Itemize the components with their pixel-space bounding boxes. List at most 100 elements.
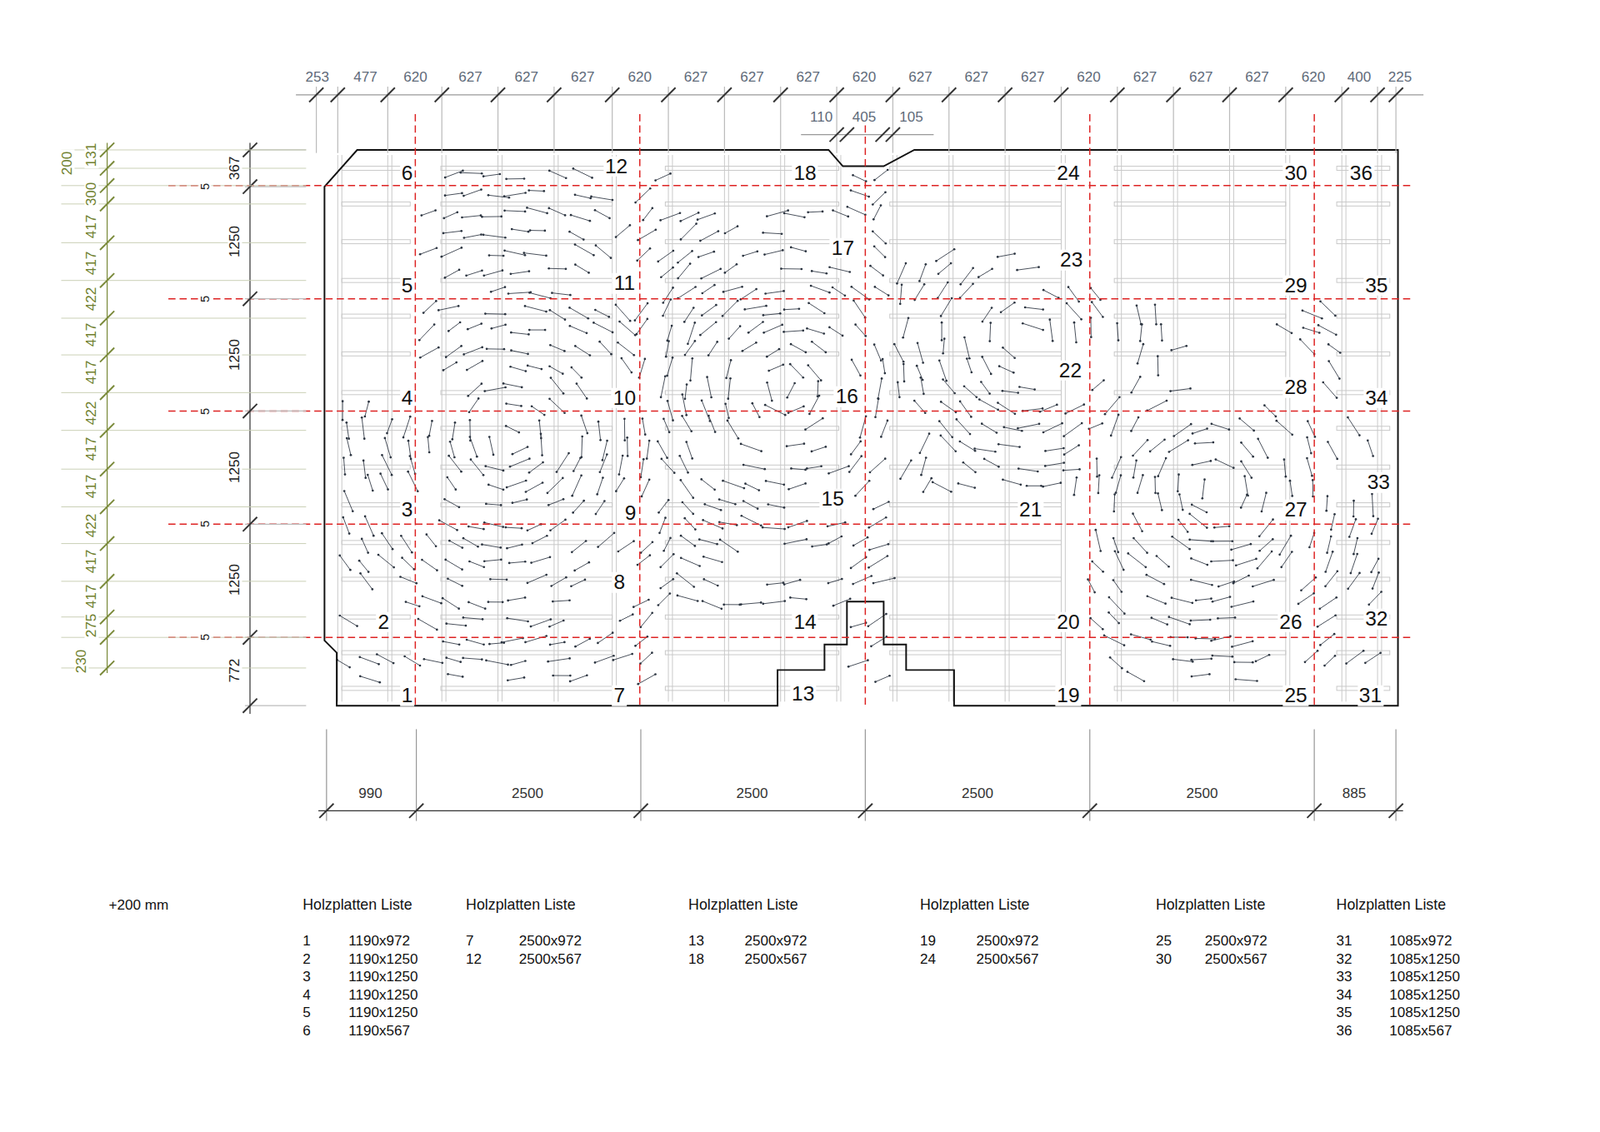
vector-dot: [509, 365, 512, 369]
vector-stroke: [677, 595, 698, 602]
vector-stroke: [999, 366, 1014, 374]
vector-dot: [510, 331, 513, 335]
vector-dot: [1136, 491, 1140, 495]
vector-dot: [755, 341, 758, 345]
vector-stroke: [550, 642, 565, 645]
vector-dot: [549, 529, 552, 532]
vector-dot: [568, 230, 571, 234]
vector-stroke: [697, 213, 715, 220]
vector-stroke: [1092, 380, 1105, 391]
vector-dot: [893, 577, 896, 580]
vector-dot: [1041, 407, 1045, 410]
vector-dot: [963, 385, 966, 388]
vector-stroke: [468, 602, 485, 610]
vector-dot: [546, 491, 550, 495]
vector-dot: [690, 430, 693, 433]
vector-stroke: [470, 460, 484, 476]
vector-dot: [1154, 475, 1157, 479]
vector-dot: [997, 443, 1000, 446]
vector-stroke: [707, 377, 712, 398]
vector-dot: [505, 178, 508, 181]
vector-dot: [505, 578, 509, 581]
vector-stroke: [1276, 420, 1293, 435]
vector-stroke: [660, 554, 675, 568]
vector-dot: [1149, 450, 1152, 454]
vector-stroke: [768, 505, 785, 509]
vector-dot: [504, 313, 507, 316]
vector-stroke: [900, 460, 911, 480]
vector-dot: [1120, 455, 1123, 459]
vector-dot: [481, 618, 485, 621]
vector-stroke: [941, 322, 943, 340]
vector-dot: [1117, 339, 1120, 342]
vector-stroke: [576, 384, 587, 400]
vector-dot: [564, 318, 567, 321]
batten: [665, 650, 839, 655]
vector-dot: [998, 365, 1001, 368]
vector-dot: [851, 174, 855, 177]
vector-dot: [338, 555, 341, 558]
vector-dot: [642, 458, 645, 461]
vector-dot: [570, 551, 574, 555]
vector-dot: [805, 520, 809, 523]
vector-dot: [1123, 644, 1126, 647]
plank-edge: [1229, 155, 1230, 702]
vector-dot: [680, 556, 683, 560]
vector-dot: [1041, 329, 1045, 332]
vector-dot: [562, 498, 565, 501]
vector-dot: [1170, 596, 1174, 600]
vector-dot: [1062, 447, 1065, 450]
vector-dot: [844, 294, 847, 297]
vector-dot: [1089, 617, 1092, 620]
vector-stroke: [663, 300, 671, 316]
vector-dot: [831, 286, 835, 290]
vector-dot: [798, 307, 801, 310]
vector-dot: [710, 396, 713, 400]
vector-dot: [1252, 600, 1255, 604]
vector-dot: [938, 359, 941, 362]
vector-stroke: [602, 440, 608, 460]
vector-dot: [1116, 551, 1120, 555]
vector-dot: [487, 194, 490, 197]
vector-dot: [905, 262, 908, 265]
vector-dot: [594, 209, 597, 212]
vector-dot: [1060, 481, 1063, 485]
vector-stroke: [490, 287, 505, 293]
vector-dot: [715, 320, 718, 324]
vector-dot: [881, 274, 885, 277]
vector-dot: [1090, 389, 1094, 392]
vector-dot: [641, 417, 645, 420]
vector-stroke: [441, 247, 462, 257]
vector-dot: [699, 240, 702, 243]
vector-dot: [816, 380, 820, 383]
vector-stroke: [512, 447, 528, 455]
vector-dot: [442, 369, 445, 372]
vector-dot: [810, 450, 814, 454]
vector-dot: [367, 400, 370, 404]
vector-dot: [508, 562, 511, 565]
vector-dot: [720, 509, 723, 512]
vector-stroke: [765, 405, 785, 415]
vector-dot: [783, 583, 786, 586]
vector-dot: [562, 620, 565, 623]
vector-stroke: [530, 230, 545, 231]
vector-stroke: [507, 618, 529, 622]
vector-dot: [1211, 540, 1215, 544]
vector-stroke: [1290, 480, 1293, 496]
vector-stroke: [979, 400, 998, 410]
vector-stroke: [488, 195, 510, 198]
vector-stroke: [896, 263, 906, 284]
vector-dot: [844, 521, 847, 525]
vector-dot: [615, 304, 618, 307]
vector-dot: [1326, 440, 1330, 444]
vector-dot: [345, 437, 349, 440]
vector-dot: [1334, 315, 1337, 318]
vector-dot: [572, 167, 575, 170]
vector-dot: [802, 405, 805, 409]
vector-dot: [441, 597, 445, 600]
vector-stroke: [659, 500, 670, 513]
vector-stroke: [429, 420, 432, 436]
vector-dot: [442, 232, 445, 235]
vector-stroke: [960, 268, 974, 285]
vector-dot: [726, 420, 730, 423]
